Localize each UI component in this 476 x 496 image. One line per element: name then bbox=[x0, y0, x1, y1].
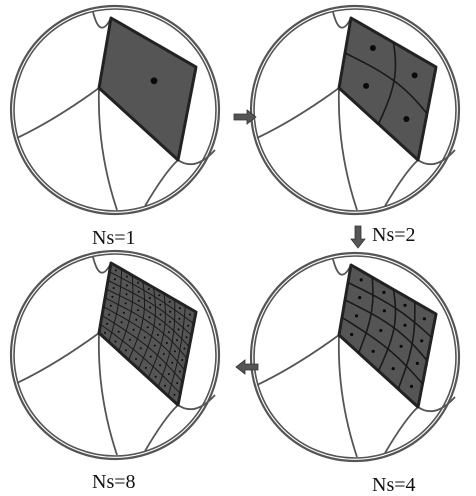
cell-center-dot bbox=[125, 349, 127, 351]
cell-center-dot bbox=[159, 304, 161, 306]
cell-center-dot bbox=[403, 324, 406, 327]
panel-ns1 bbox=[11, 6, 219, 214]
cell-center-dot bbox=[147, 326, 149, 328]
cell-center-dot bbox=[412, 72, 418, 78]
cell-center-dot bbox=[129, 339, 131, 341]
cell-center-dot bbox=[149, 297, 151, 299]
cell-center-dot bbox=[126, 276, 128, 278]
cell-center-dot bbox=[148, 288, 150, 290]
cell-center-dot bbox=[420, 339, 423, 342]
cell-center-dot bbox=[379, 329, 382, 332]
cell-center-dot bbox=[179, 371, 181, 373]
cell-center-dot bbox=[416, 362, 419, 365]
cell-center-dot bbox=[138, 300, 140, 302]
cell-center-dot bbox=[358, 296, 361, 299]
cell-center-dot bbox=[403, 116, 409, 122]
cell-center-dot bbox=[174, 394, 176, 396]
cell-center-dot bbox=[149, 307, 151, 309]
cell-center-dot bbox=[410, 385, 413, 388]
cell-center-dot bbox=[144, 337, 146, 339]
caption-ns1: Ns=1 bbox=[92, 228, 136, 248]
cell-center-dot bbox=[186, 336, 188, 338]
cell-center-dot bbox=[138, 291, 140, 293]
cell-center-dot bbox=[163, 353, 165, 355]
cell-center-dot bbox=[363, 83, 369, 89]
cell-center-dot bbox=[184, 348, 186, 350]
caption-ns4: Ns=4 bbox=[372, 475, 416, 495]
caption-ns8: Ns=8 bbox=[92, 472, 136, 492]
cell-center-dot bbox=[178, 318, 180, 320]
cell-center-dot bbox=[125, 302, 127, 304]
cell-center-dot bbox=[355, 314, 358, 317]
cell-center-dot bbox=[169, 301, 171, 303]
cell-center-dot bbox=[157, 334, 159, 336]
cell-center-dot bbox=[159, 364, 161, 366]
cell-center-dot bbox=[168, 331, 170, 333]
cell-center-dot bbox=[169, 321, 171, 323]
cell-center-dot bbox=[113, 287, 115, 289]
cell-center-dot bbox=[126, 293, 128, 295]
cell-center-dot bbox=[135, 358, 137, 360]
cell-center-dot bbox=[382, 291, 385, 294]
cell-center-dot bbox=[135, 319, 137, 321]
cell-center-dot bbox=[149, 316, 151, 318]
cell-center-dot bbox=[403, 304, 406, 307]
panel-ns4 bbox=[251, 253, 459, 461]
cell-center-dot bbox=[118, 331, 120, 333]
cell-center-dot bbox=[372, 350, 375, 353]
cell-center-dot bbox=[150, 356, 152, 358]
cell-center-dot bbox=[350, 333, 353, 336]
cell-center-dot bbox=[174, 350, 176, 352]
cell-center-dot bbox=[187, 325, 189, 327]
arrow-down-icon bbox=[351, 226, 365, 248]
cell-center-dot bbox=[104, 332, 106, 334]
cell-center-dot bbox=[145, 367, 147, 369]
cell-center-dot bbox=[392, 367, 395, 370]
cell-center-dot bbox=[151, 77, 158, 84]
cell-center-dot bbox=[115, 341, 117, 343]
cell-center-dot bbox=[155, 376, 157, 378]
cell-center-dot bbox=[158, 294, 160, 296]
cell-center-dot bbox=[159, 324, 161, 326]
cell-center-dot bbox=[154, 345, 156, 347]
cell-center-dot bbox=[176, 339, 178, 341]
cell-center-dot bbox=[189, 314, 191, 316]
cell-center-dot bbox=[179, 307, 181, 309]
cell-center-dot bbox=[110, 305, 112, 307]
cell-center-dot bbox=[111, 296, 113, 298]
cell-center-dot bbox=[164, 385, 166, 387]
cell-center-dot bbox=[137, 282, 139, 284]
cell-center-dot bbox=[114, 278, 116, 280]
cell-center-dot bbox=[178, 328, 180, 330]
cell-center-dot bbox=[370, 45, 376, 51]
cell-center-dot bbox=[108, 314, 110, 316]
caption-ns2: Ns=2 bbox=[372, 225, 416, 245]
cell-center-dot bbox=[171, 362, 173, 364]
cell-center-dot bbox=[123, 312, 125, 314]
cell-center-dot bbox=[106, 323, 108, 325]
cell-center-dot bbox=[160, 314, 162, 316]
cell-center-dot bbox=[137, 309, 139, 311]
cell-center-dot bbox=[400, 345, 403, 348]
cell-center-dot bbox=[115, 269, 117, 271]
cell-center-dot bbox=[176, 382, 178, 384]
cell-center-dot bbox=[383, 309, 386, 312]
cell-center-dot bbox=[181, 359, 183, 361]
cell-center-dot bbox=[166, 342, 168, 344]
cell-center-dot bbox=[133, 329, 135, 331]
cell-center-dot bbox=[140, 347, 142, 349]
panel-ns2 bbox=[251, 6, 459, 214]
cell-center-dot bbox=[121, 321, 123, 323]
panel-ns8 bbox=[11, 251, 219, 459]
cell-center-dot bbox=[126, 284, 128, 286]
cell-center-dot bbox=[169, 311, 171, 313]
cell-center-dot bbox=[168, 373, 170, 375]
cell-center-dot bbox=[423, 317, 426, 320]
cell-center-dot bbox=[360, 278, 363, 281]
